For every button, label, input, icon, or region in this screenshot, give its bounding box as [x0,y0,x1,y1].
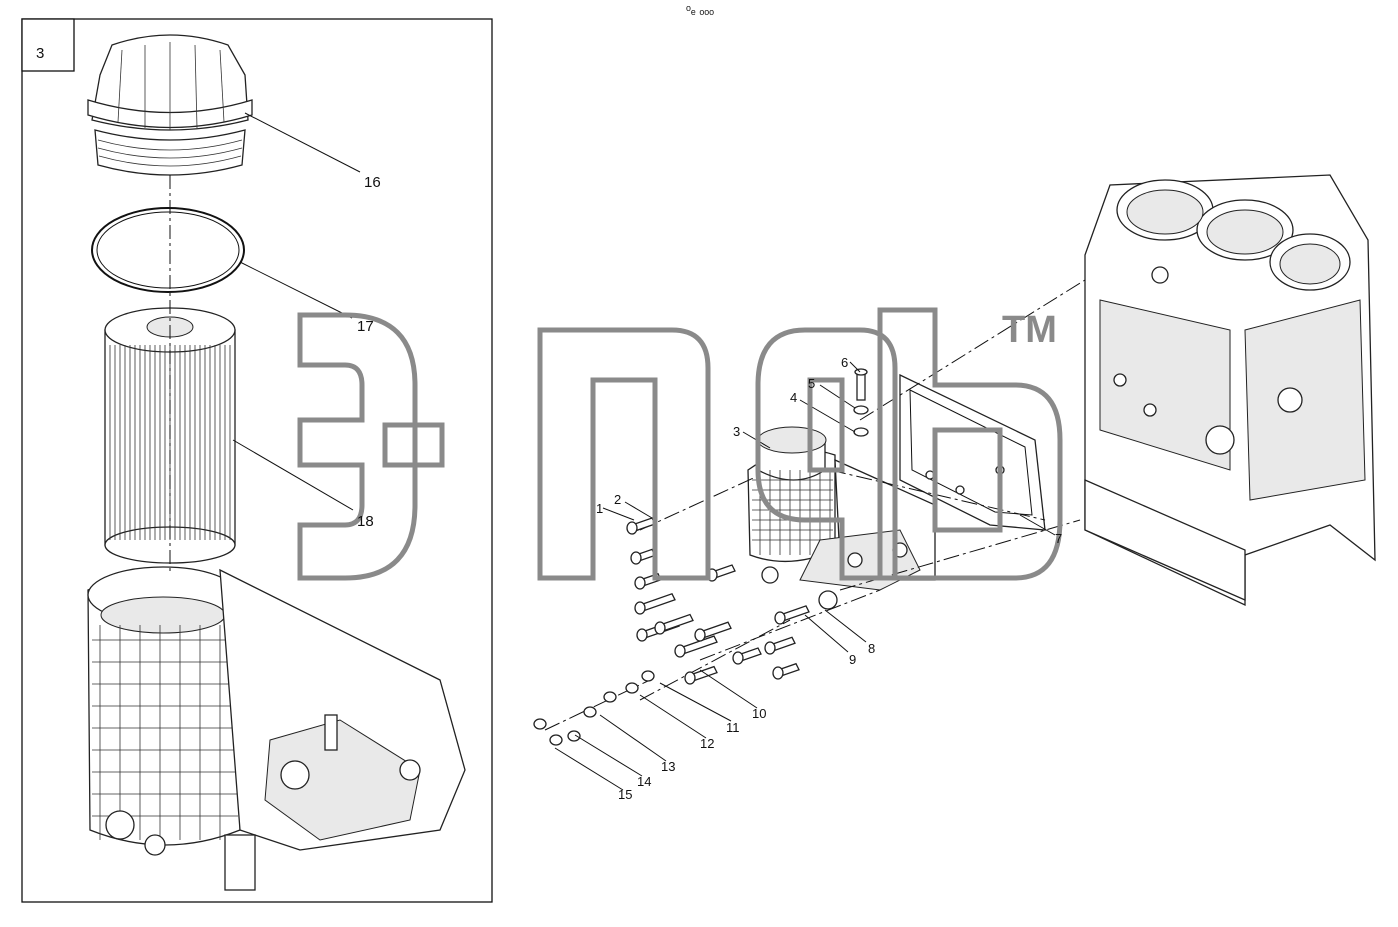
washer [549,734,563,746]
callout-8: 8 [868,641,875,656]
washer [533,718,547,730]
callout-labels: 1 2 3 4 5 6 7 8 9 10 11 12 13 14 15 16 1… [357,174,1062,802]
bolt [630,548,656,565]
header-caption: ᵒₑ ₒₒₒ [686,2,714,17]
bolt [694,621,732,642]
watermark-logo [297,307,1063,581]
trademark-mark: TM [1002,309,1057,351]
washer [583,706,597,718]
o-ring [91,207,245,293]
bolt [774,605,810,625]
callout-6: 6 [841,355,848,370]
leader-lines-main [554,361,1056,791]
bolt [732,647,762,665]
callout-7: 7 [1055,531,1062,546]
washer [567,730,581,742]
detail-frame [21,18,493,903]
bolt [674,635,718,658]
bolt [654,613,694,635]
bolt [764,636,796,655]
bolt [706,564,736,582]
engine-block [1084,174,1376,607]
callout-1: 1 [596,501,603,516]
callout-12: 12 [700,736,714,751]
callout-13: 13 [661,759,675,774]
bolt [634,592,676,615]
callout-5: 5 [808,376,815,391]
figure-number: 3 [36,45,44,62]
callout-15: 15 [618,787,632,802]
callout-4: 4 [790,390,797,405]
bolt [626,517,656,535]
washer [603,691,617,703]
callout-14: 14 [637,774,651,789]
filter-cap [87,34,253,176]
callout-16: 16 [364,174,381,191]
washer [625,682,639,694]
washer [641,670,655,682]
figure-number-box [21,18,75,72]
leader-lines-detail [169,112,361,575]
stud-parts [853,368,869,437]
filter-housing-detail [87,566,466,891]
callout-11: 11 [726,720,740,735]
callout-10: 10 [752,706,766,721]
callout-2: 2 [614,492,621,507]
callout-3: 3 [733,424,740,439]
bolt [684,665,718,685]
callout-18: 18 [357,513,374,530]
callout-9: 9 [849,652,856,667]
callout-17: 17 [357,318,374,335]
bolt [772,662,800,680]
